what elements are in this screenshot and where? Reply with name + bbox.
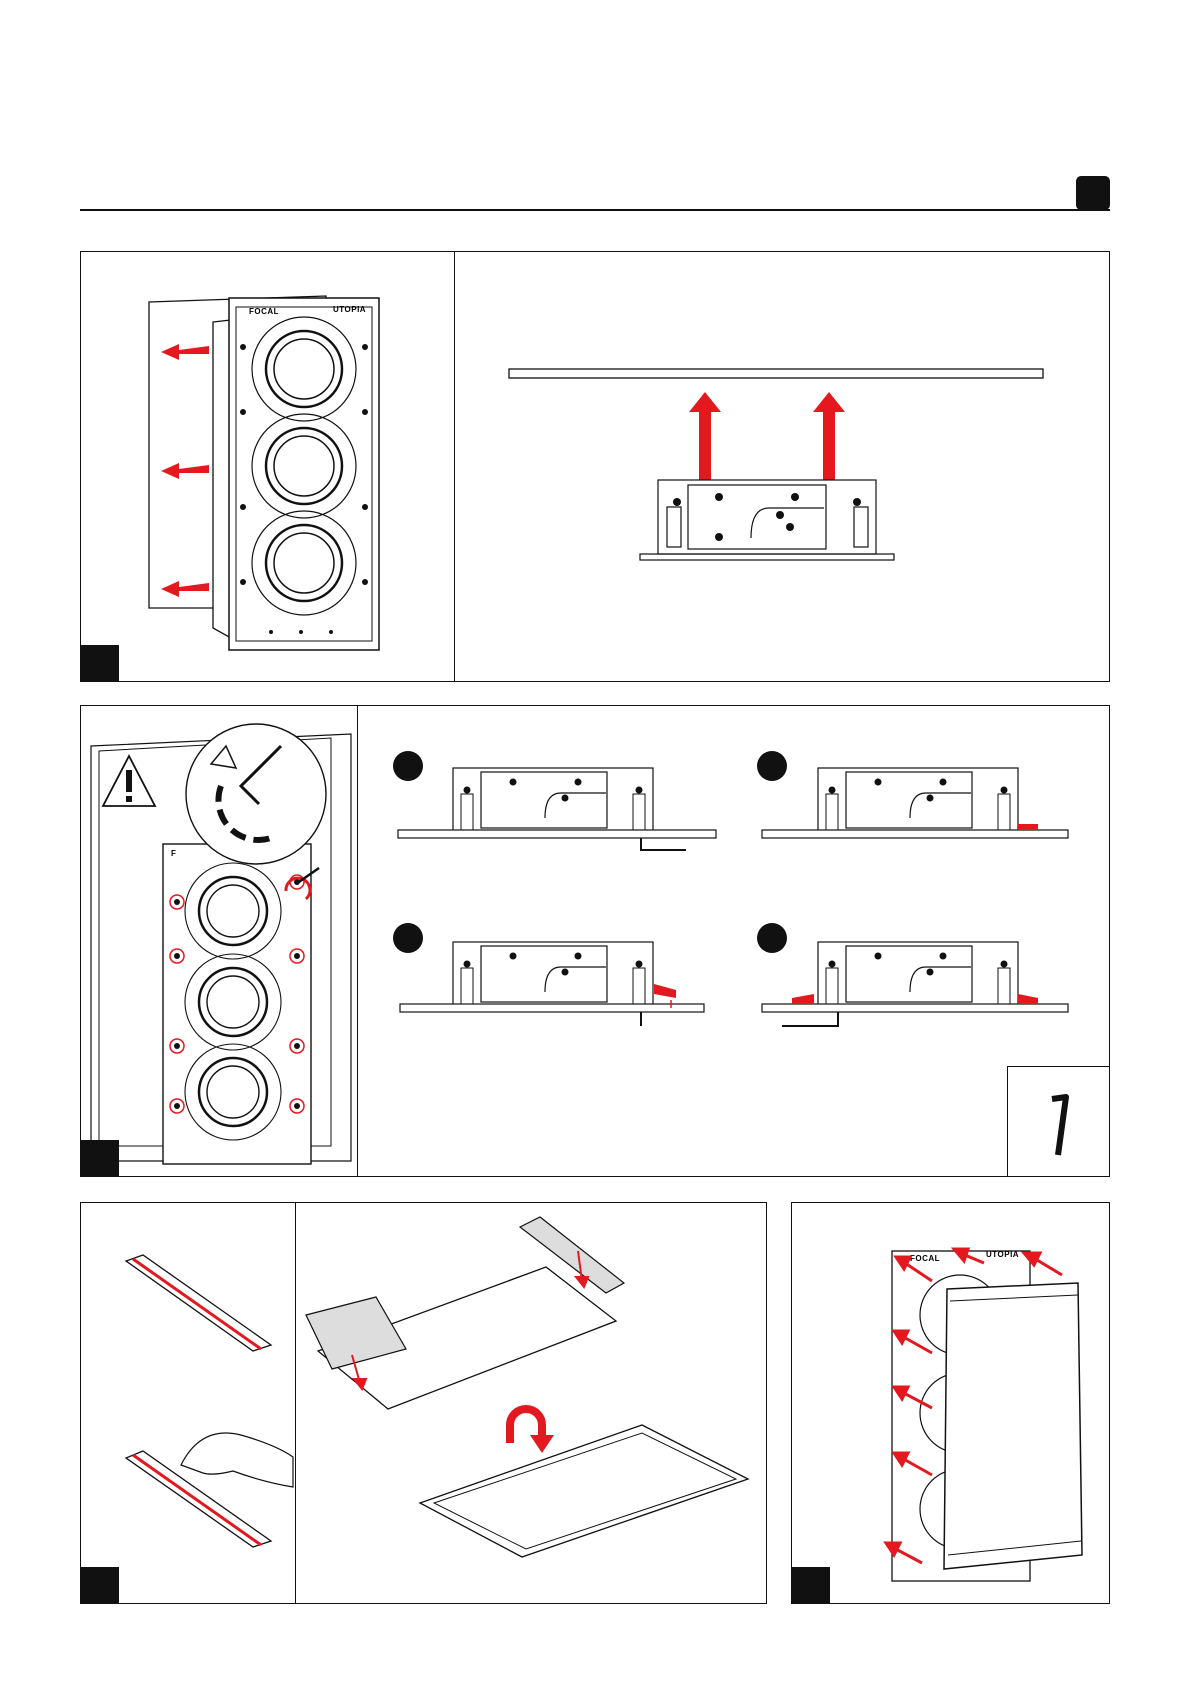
sub-step-1-marker	[393, 751, 423, 781]
panel-lift-grille	[454, 251, 1110, 682]
arrow-icon	[689, 392, 845, 480]
hand-icon	[181, 1433, 293, 1487]
sub-step-4-marker	[757, 923, 787, 953]
panel-attach-grille: FOCAL UTOPIA	[791, 1202, 1110, 1604]
speaker-cross-section	[640, 480, 894, 560]
zoom-circle	[186, 724, 326, 864]
sub-step-3-marker	[393, 923, 423, 953]
step-marker-a	[81, 645, 119, 681]
header-rule	[80, 209, 1110, 211]
flip-icon	[510, 1409, 554, 1453]
attach-strips-illustration	[296, 1203, 764, 1601]
hex-key-icon	[1008, 1067, 1108, 1175]
tool-callout	[1007, 1066, 1109, 1176]
adhesive-strip-illustration	[81, 1203, 294, 1601]
page-tab-marker	[1076, 176, 1110, 210]
step-marker-b	[81, 1140, 119, 1176]
panel-attach-strips	[295, 1202, 767, 1604]
brand-logo-left: FOCAL	[249, 307, 279, 316]
panel-adhesive-strip	[80, 1202, 296, 1604]
panel-warning-screws: F	[80, 705, 358, 1177]
grille-panel	[944, 1283, 1082, 1569]
step-marker-c	[81, 1567, 119, 1603]
brand-logo-left: FOCAL	[910, 1254, 940, 1263]
speaker-front-illustration: FOCAL UTOPIA	[81, 252, 453, 680]
attach-grille-illustration: FOCAL UTOPIA	[792, 1203, 1108, 1601]
lift-grille-illustration	[455, 252, 1107, 680]
panel-remove-grille: FOCAL UTOPIA	[80, 251, 455, 682]
brand-logo-small: F	[171, 849, 176, 858]
panel-clamp-sequence	[357, 705, 1110, 1177]
clamp-sequence-illustration	[358, 706, 1108, 1174]
brand-logo-right: UTOPIA	[986, 1250, 1019, 1259]
brand-logo-right: UTOPIA	[333, 305, 366, 314]
grille-bar	[509, 369, 1043, 378]
sub-step-2-marker	[757, 751, 787, 781]
step-marker-d	[792, 1567, 830, 1603]
warning-front-illustration: F	[81, 706, 356, 1174]
